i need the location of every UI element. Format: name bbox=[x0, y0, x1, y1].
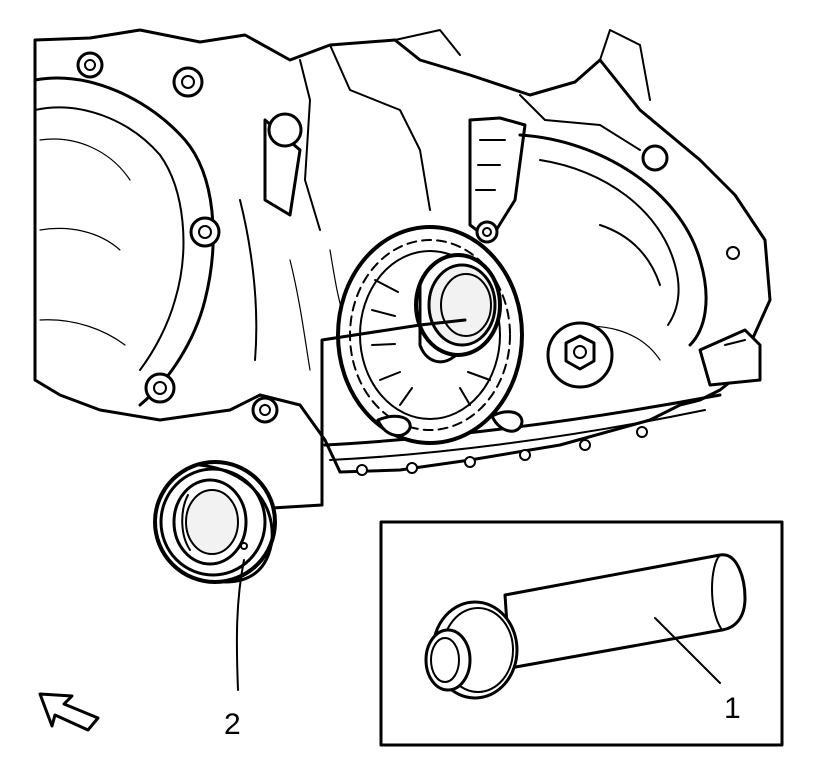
callout-1-leader bbox=[654, 617, 721, 684]
housing-bolt bbox=[76, 51, 104, 79]
housing-bolt bbox=[475, 220, 499, 244]
housing-hex-bolt bbox=[546, 321, 614, 389]
install-leader-line bbox=[270, 323, 422, 510]
seal-installer-tool bbox=[424, 553, 747, 700]
arrow-icon bbox=[38, 692, 100, 732]
tool-inset-box: 1 bbox=[379, 520, 784, 747]
housing-bolt bbox=[251, 396, 279, 424]
housing-bolt bbox=[144, 372, 176, 404]
pan-bolt bbox=[356, 426, 648, 476]
housing-bolt bbox=[189, 216, 221, 248]
callout-2-label: 2 bbox=[224, 708, 241, 741]
axle-seal bbox=[153, 460, 277, 584]
callout-2-leader bbox=[235, 559, 245, 691]
callout-1-label: 1 bbox=[724, 692, 741, 725]
housing-bolt bbox=[172, 66, 204, 98]
